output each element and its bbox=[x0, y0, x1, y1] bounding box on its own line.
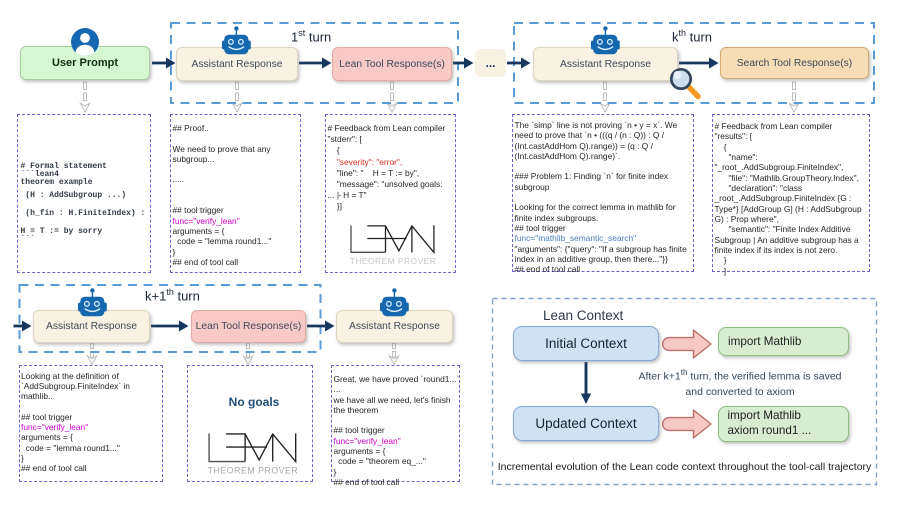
svg-text:THEOREM PROVER: THEOREM PROVER bbox=[350, 256, 436, 266]
svg-text:THEOREM PROVER: THEOREM PROVER bbox=[208, 466, 298, 476]
